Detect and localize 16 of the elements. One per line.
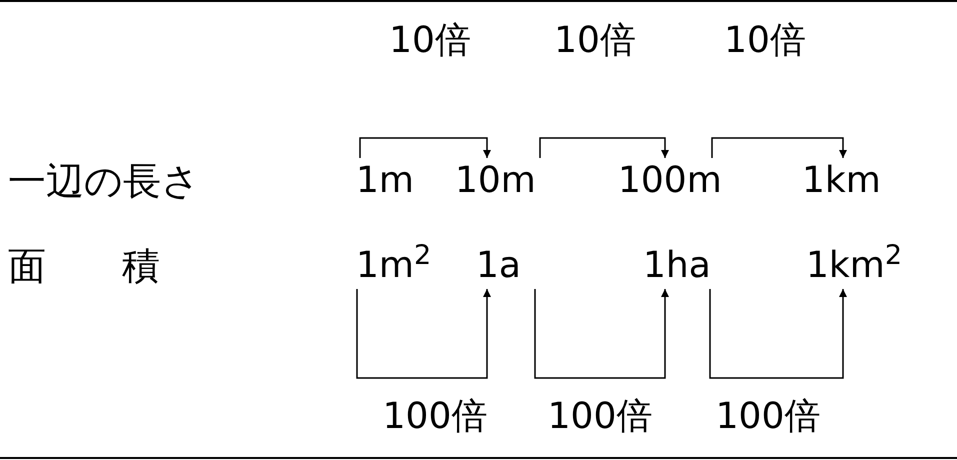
arrow — [534, 289, 669, 379]
unit-value: 1km$^{2}$ — [806, 243, 902, 289]
arrow — [709, 289, 847, 379]
unit-value: 1km — [802, 158, 881, 204]
row-heading: 一辺の長さ — [8, 158, 200, 204]
unit-value: 1m$^{2}$ — [356, 243, 432, 289]
arrow — [711, 137, 847, 158]
unit-value: 1a — [476, 243, 521, 289]
unit-value: 100m — [618, 158, 722, 204]
unit-value: 1ha — [643, 243, 711, 289]
row-heading: 面 積 — [8, 243, 160, 289]
arrow — [359, 137, 491, 158]
arrow — [356, 289, 491, 379]
unit-value: 1m — [356, 158, 414, 204]
arrow — [539, 137, 669, 158]
unit-value: 10m — [455, 158, 536, 204]
